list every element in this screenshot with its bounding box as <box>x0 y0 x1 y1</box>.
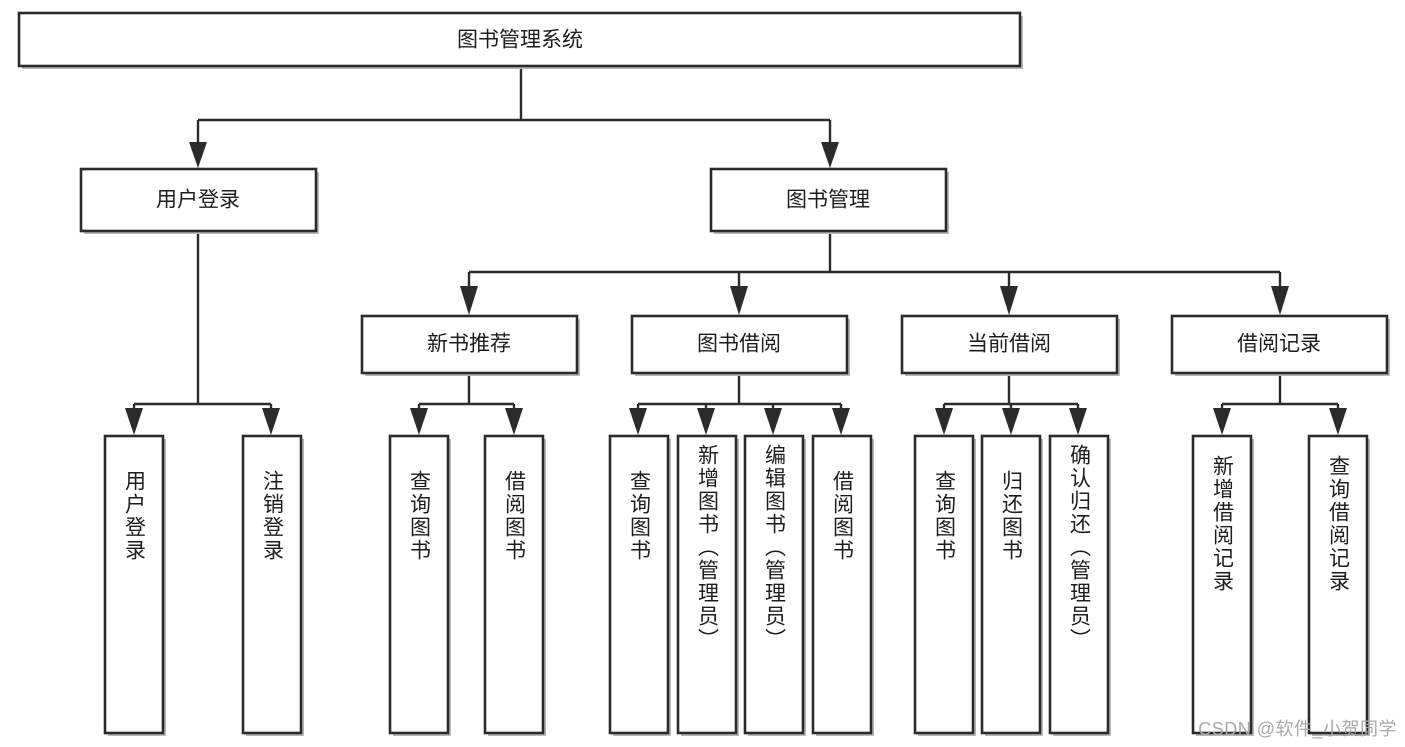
arrowhead-nbr-leaf-2 <box>505 408 523 435</box>
node-borrow-record[interactable]: 借阅记录 <box>1170 314 1390 376</box>
node-book-manage-rect[interactable] <box>709 167 948 233</box>
connector-group-book-manage <box>460 232 1289 315</box>
leaf-node-bb-borrow-book[interactable] <box>811 434 874 736</box>
leaf-cb-1-rect[interactable] <box>913 434 975 735</box>
leaf-node-nbr-borrow-book[interactable] <box>483 434 546 736</box>
leaf-node-cb-query-book[interactable] <box>913 434 976 736</box>
connector-group-user-login <box>125 232 280 435</box>
leaf-node-nbr-query-book[interactable] <box>388 434 451 736</box>
leaf-br-2-rect[interactable] <box>1307 434 1369 735</box>
leaf-nbr-1-rect[interactable] <box>388 434 450 735</box>
connector-group-new-book-rec <box>410 374 523 435</box>
arrowhead-bb-leaf-4 <box>832 408 850 435</box>
arrowhead-bb-leaf-1 <box>629 408 647 435</box>
leaf-br-1-rect[interactable] <box>1191 434 1253 735</box>
arrowhead-to-book-manage <box>821 142 839 168</box>
leaf-node-logout-login[interactable] <box>241 434 304 736</box>
arrowhead-book-borrow <box>730 286 748 315</box>
leaf-node-br-query-record[interactable] <box>1307 434 1370 736</box>
arrowhead-nbr-leaf-1 <box>410 408 428 435</box>
node-user-login-rect[interactable] <box>79 167 318 233</box>
leaf-node-bb-edit-book[interactable] <box>743 434 806 736</box>
arrowhead-new-book-rec <box>460 286 478 315</box>
node-nbr-rect[interactable] <box>360 314 579 375</box>
arrowhead-br-leaf-1 <box>1213 408 1231 435</box>
arrowhead-cb-leaf-2 <box>1002 408 1020 435</box>
connector-group-book-borrow <box>629 374 850 435</box>
arrowhead-user-leaf-1 <box>125 408 143 435</box>
arrowhead-bb-leaf-2 <box>697 408 715 435</box>
leaf-nbr-2-rect[interactable] <box>483 434 545 735</box>
arrowhead-cb-leaf-3 <box>1069 408 1087 435</box>
arrowhead-borrow-record <box>1271 286 1289 315</box>
watermark-text: CSDN @软件_小贺同学 <box>1198 719 1397 739</box>
leaf-bb-1-rect[interactable] <box>608 434 670 735</box>
node-br-label: 借阅记录 <box>1237 333 1321 356</box>
node-current-borrow[interactable]: 当前借阅 <box>900 314 1120 376</box>
leaf-bb-3-rect[interactable] <box>743 434 805 735</box>
connector-group-borrow-record <box>1213 374 1347 435</box>
node-book-borrow[interactable]: 图书借阅 <box>630 314 850 376</box>
leaf-bb-4-rect[interactable] <box>811 434 873 735</box>
leaf-cb-2-rect[interactable] <box>980 434 1042 735</box>
node-book-manage-label: 图书管理 <box>786 189 870 212</box>
arrowhead-bb-leaf-3 <box>764 408 782 435</box>
arrowhead-br-leaf-2 <box>1329 408 1347 435</box>
node-cb-label: 当前借阅 <box>967 333 1051 356</box>
node-book-manage[interactable]: 图书管理 <box>709 167 949 234</box>
leaf-cb-3-rect[interactable] <box>1048 434 1110 735</box>
node-cb-rect[interactable] <box>900 314 1119 375</box>
arrowhead-to-user-login <box>189 142 207 168</box>
leaf-bb-2-rect[interactable] <box>676 434 738 735</box>
node-bb-rect[interactable] <box>630 314 849 375</box>
connector-group-current-borrow <box>935 374 1087 435</box>
leaf-node-br-add-record[interactable] <box>1191 434 1254 736</box>
leaf-node-bb-query-book[interactable] <box>608 434 671 736</box>
leaf-node-user-login[interactable] <box>103 434 166 736</box>
node-root-label: 图书管理系统 <box>457 29 583 52</box>
arrowhead-cb-leaf-1 <box>935 408 953 435</box>
leaf-node-cb-confirm-return[interactable] <box>1048 434 1111 736</box>
leaf-node-bb-add-book[interactable] <box>676 434 739 736</box>
node-nbr-label: 新书推荐 <box>427 333 511 356</box>
leaf-node-cb-return-book[interactable] <box>980 434 1043 736</box>
node-user-login[interactable]: 用户登录 <box>79 167 319 234</box>
arrowhead-user-leaf-2 <box>262 408 280 435</box>
node-root-rect[interactable] <box>17 11 1022 68</box>
node-bb-label: 图书借阅 <box>697 333 781 356</box>
leaf-user-login-rect[interactable] <box>103 434 165 735</box>
arrowhead-current-borrow <box>1000 286 1018 315</box>
node-new-book-recommend[interactable]: 新书推荐 <box>360 314 580 376</box>
node-br-rect[interactable] <box>1170 314 1389 375</box>
node-user-login-label: 用户登录 <box>156 189 240 212</box>
connector-group-root <box>189 68 839 168</box>
node-root-system[interactable]: 图书管理系统 <box>17 11 1023 69</box>
leaf-logout-rect[interactable] <box>241 434 303 735</box>
